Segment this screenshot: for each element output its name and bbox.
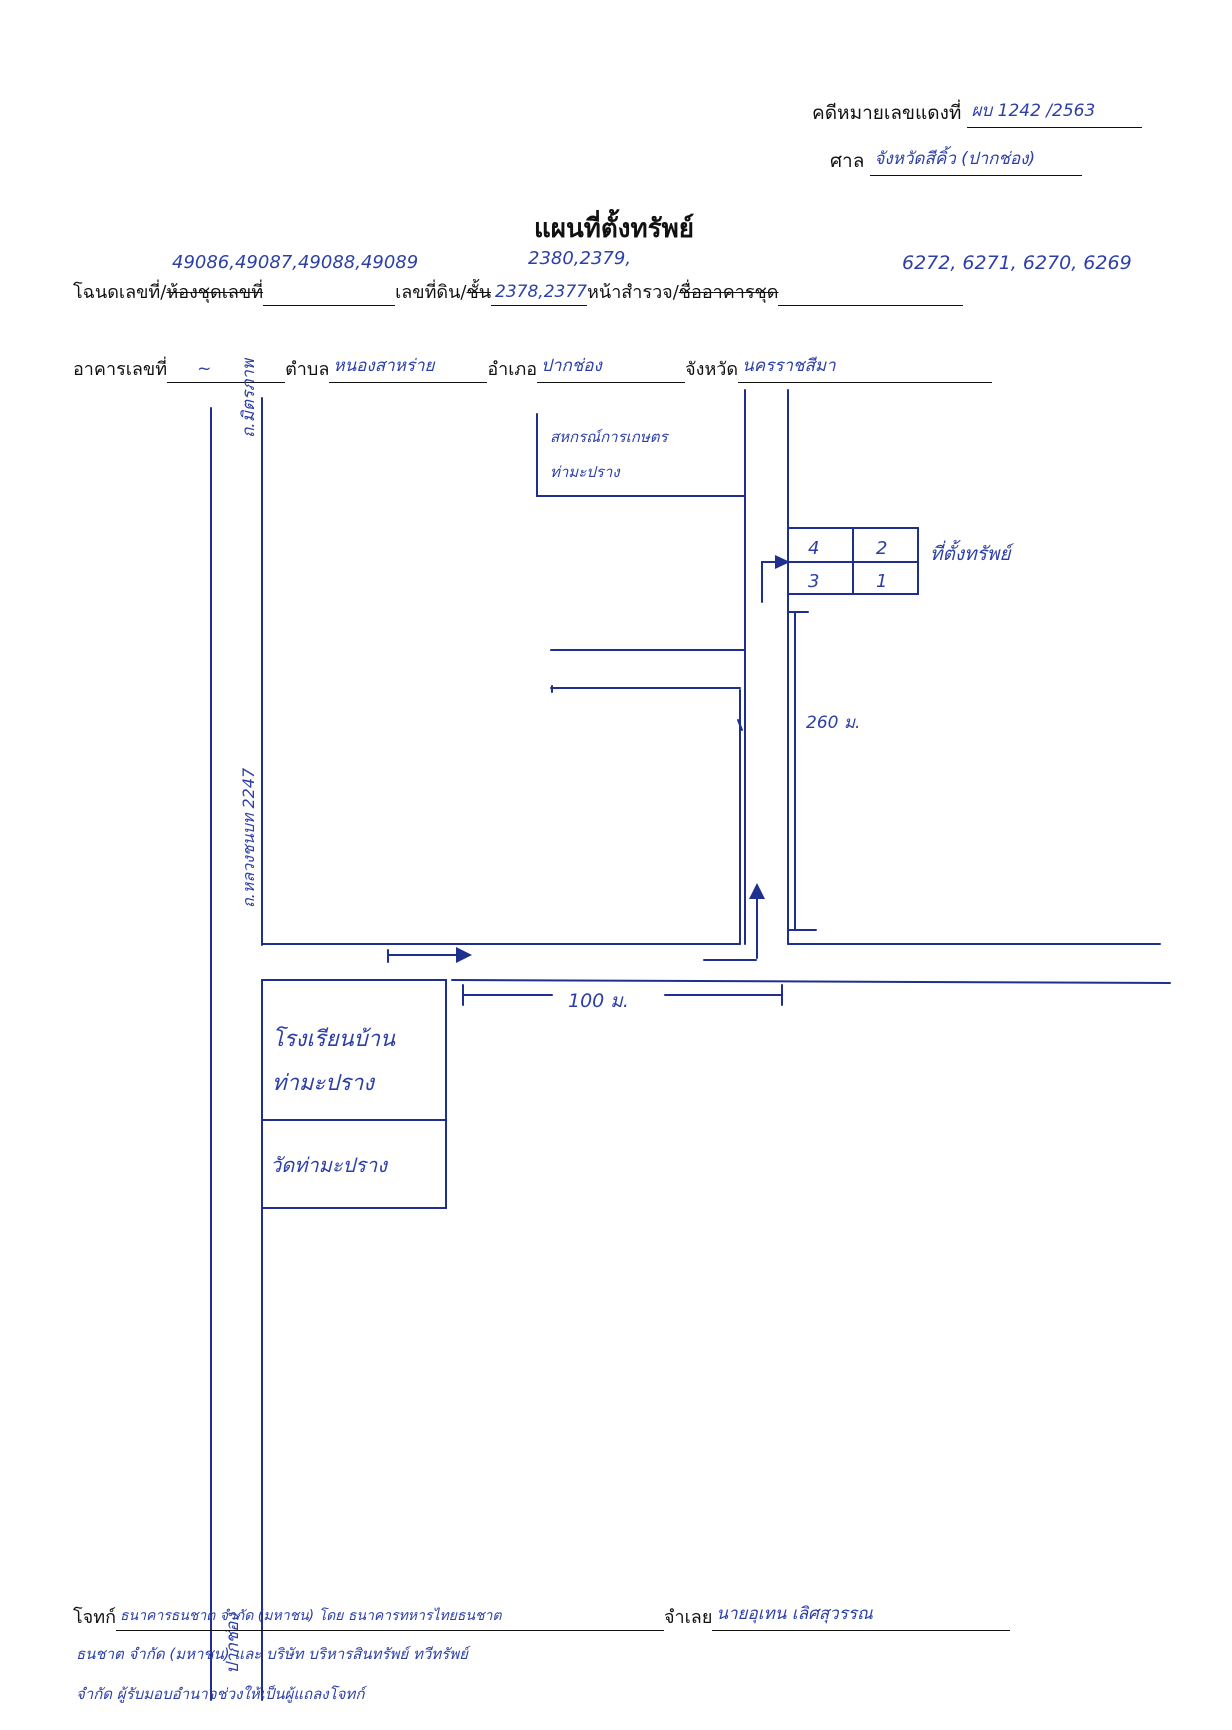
province-field: นครราชสีมา — [738, 356, 993, 383]
lot-1-label: 1 — [876, 571, 887, 592]
building-value: ~ — [197, 359, 212, 379]
court-line: ศาล จังหวัดสีคิ้ว (ปากช่อง) — [830, 146, 1083, 176]
plaintiff-value: ธนาคารธนชาต จำกัด (มหาชน) โดย ธนาคารทหาร… — [119, 1608, 502, 1624]
survey-label: หน้าสำรวจ/ — [587, 282, 679, 303]
defendant-field: นายอุเทน เลิศสุวรรณ — [712, 1604, 1011, 1631]
distance-260-label: 260 ม. — [806, 713, 860, 733]
land-numbers-bottom-value: 2378,2377 — [495, 282, 587, 302]
arrow-north-head — [749, 883, 765, 899]
survey-blank — [778, 283, 964, 306]
road-side-label: ถ.หลวงชนบท 2247 — [239, 767, 258, 908]
subdistrict-field: หนองสาหร่าย — [329, 356, 488, 383]
court-name-field: จังหวัดสีคิ้ว (ปากช่อง) — [870, 149, 1083, 176]
building-field: ~ — [167, 359, 286, 383]
court-label: ศาล — [830, 150, 865, 172]
land-blank: 2378,2377 — [491, 282, 588, 306]
horizontal-road-bottom-line-right — [451, 979, 1171, 984]
land-numbers-top-value: 2380,2379, — [528, 248, 632, 269]
subdistrict-value: หนองสาหร่าย — [333, 356, 435, 376]
land-label: เลขที่ดิน/ — [395, 282, 467, 303]
district-value: ปากช่อง — [541, 356, 602, 376]
plaintiff-field: ธนาคารธนชาต จำกัด (มหาชน) โดย ธนาคารทหาร… — [115, 1608, 664, 1631]
arrow-property-head — [775, 555, 790, 569]
deed-label-struck: ห้องชุดเลขที่ — [166, 282, 264, 303]
lot-3-label: 3 — [808, 571, 819, 592]
case-label: คดีหมายเลขแดงที่ — [812, 102, 962, 124]
page-title: แผนที่ตั้งทรัพย์ — [534, 214, 694, 244]
road-top-label: ถ.มิตรภาพ — [239, 357, 259, 438]
plaintiff-line: โจทก์ธนาคารธนชาต จำกัด (มหาชน) โดย ธนาคา… — [73, 1602, 1011, 1631]
temple-outline — [261, 1119, 447, 1209]
map-tick-3 — [737, 719, 743, 731]
district-label: อำเภอ — [487, 359, 538, 380]
plaintiff-label: โจทก์ — [73, 1607, 116, 1628]
arrow-east-head — [456, 947, 472, 963]
school-label-1: โรงเรียนบ้าน — [272, 1026, 396, 1052]
land-label-struck: ชั้น — [466, 282, 492, 303]
case-number-value: ผบ 1242 /2563 — [971, 101, 1096, 121]
district-field: ปากช่อง — [537, 356, 686, 383]
province-value: นครราชสีมา — [742, 356, 836, 376]
coop-label-1: สหกรณ์การเกษตร — [550, 428, 669, 446]
defendant-value: นายอุเทน เลิศสุวรรณ — [716, 1604, 873, 1624]
temple-label: วัดท่ามะปราง — [270, 1153, 388, 1177]
survey-label-struck: ชื่ออาคารชุด — [678, 282, 779, 303]
school-label-2: ท่ามะปราง — [272, 1071, 376, 1096]
road-bottom-label: ปากช่อง — [223, 1612, 243, 1674]
building-label: อาคารเลขที่ — [73, 359, 168, 380]
plaintiff-line-2: ธนชาต จำกัด (มหาชน) และ บริษัท บริหารสิน… — [76, 1645, 468, 1663]
deed-blank — [263, 283, 396, 306]
coop-label-2: ท่ามะปราง — [550, 463, 621, 481]
defendant-label: จำเลย — [663, 1607, 713, 1628]
court-name-value: จังหวัดสีคิ้ว (ปากช่อง) — [874, 149, 1036, 169]
arrow-to-property-line — [761, 561, 786, 603]
subdistrict-label: ตำบล — [285, 359, 330, 380]
distance-100-label: 100 ม. — [568, 990, 629, 1012]
property-label: ที่ตั้งทรัพย์ — [930, 539, 1015, 565]
case-number-field: ผบ 1242 /2563 — [967, 101, 1143, 128]
address-line: อาคารเลขที่ ~ ตำบลหนองสาหร่าย อำเภอปากช่อง จ… — [73, 354, 993, 383]
survey-numbers-value: 6272, 6271, 6270, 6269 — [902, 252, 1132, 274]
case-number-line: คดีหมายเลขแดงที่ ผบ 1242 /2563 — [812, 98, 1143, 128]
deed-numbers-value: 49086,49087,49088,49089 — [172, 252, 419, 273]
lot-4-label: 4 — [808, 538, 819, 559]
coop-building-outline — [536, 413, 746, 497]
plaintiff-line-3: จำกัด ผู้รับมอบอำนาจช่วงให้เป็นผู้แถลงโจ… — [76, 1685, 365, 1703]
lot-2-label: 2 — [876, 538, 887, 559]
deed-label: โฉนดเลขที่/ — [73, 282, 167, 303]
province-label: จังหวัด — [685, 359, 739, 380]
